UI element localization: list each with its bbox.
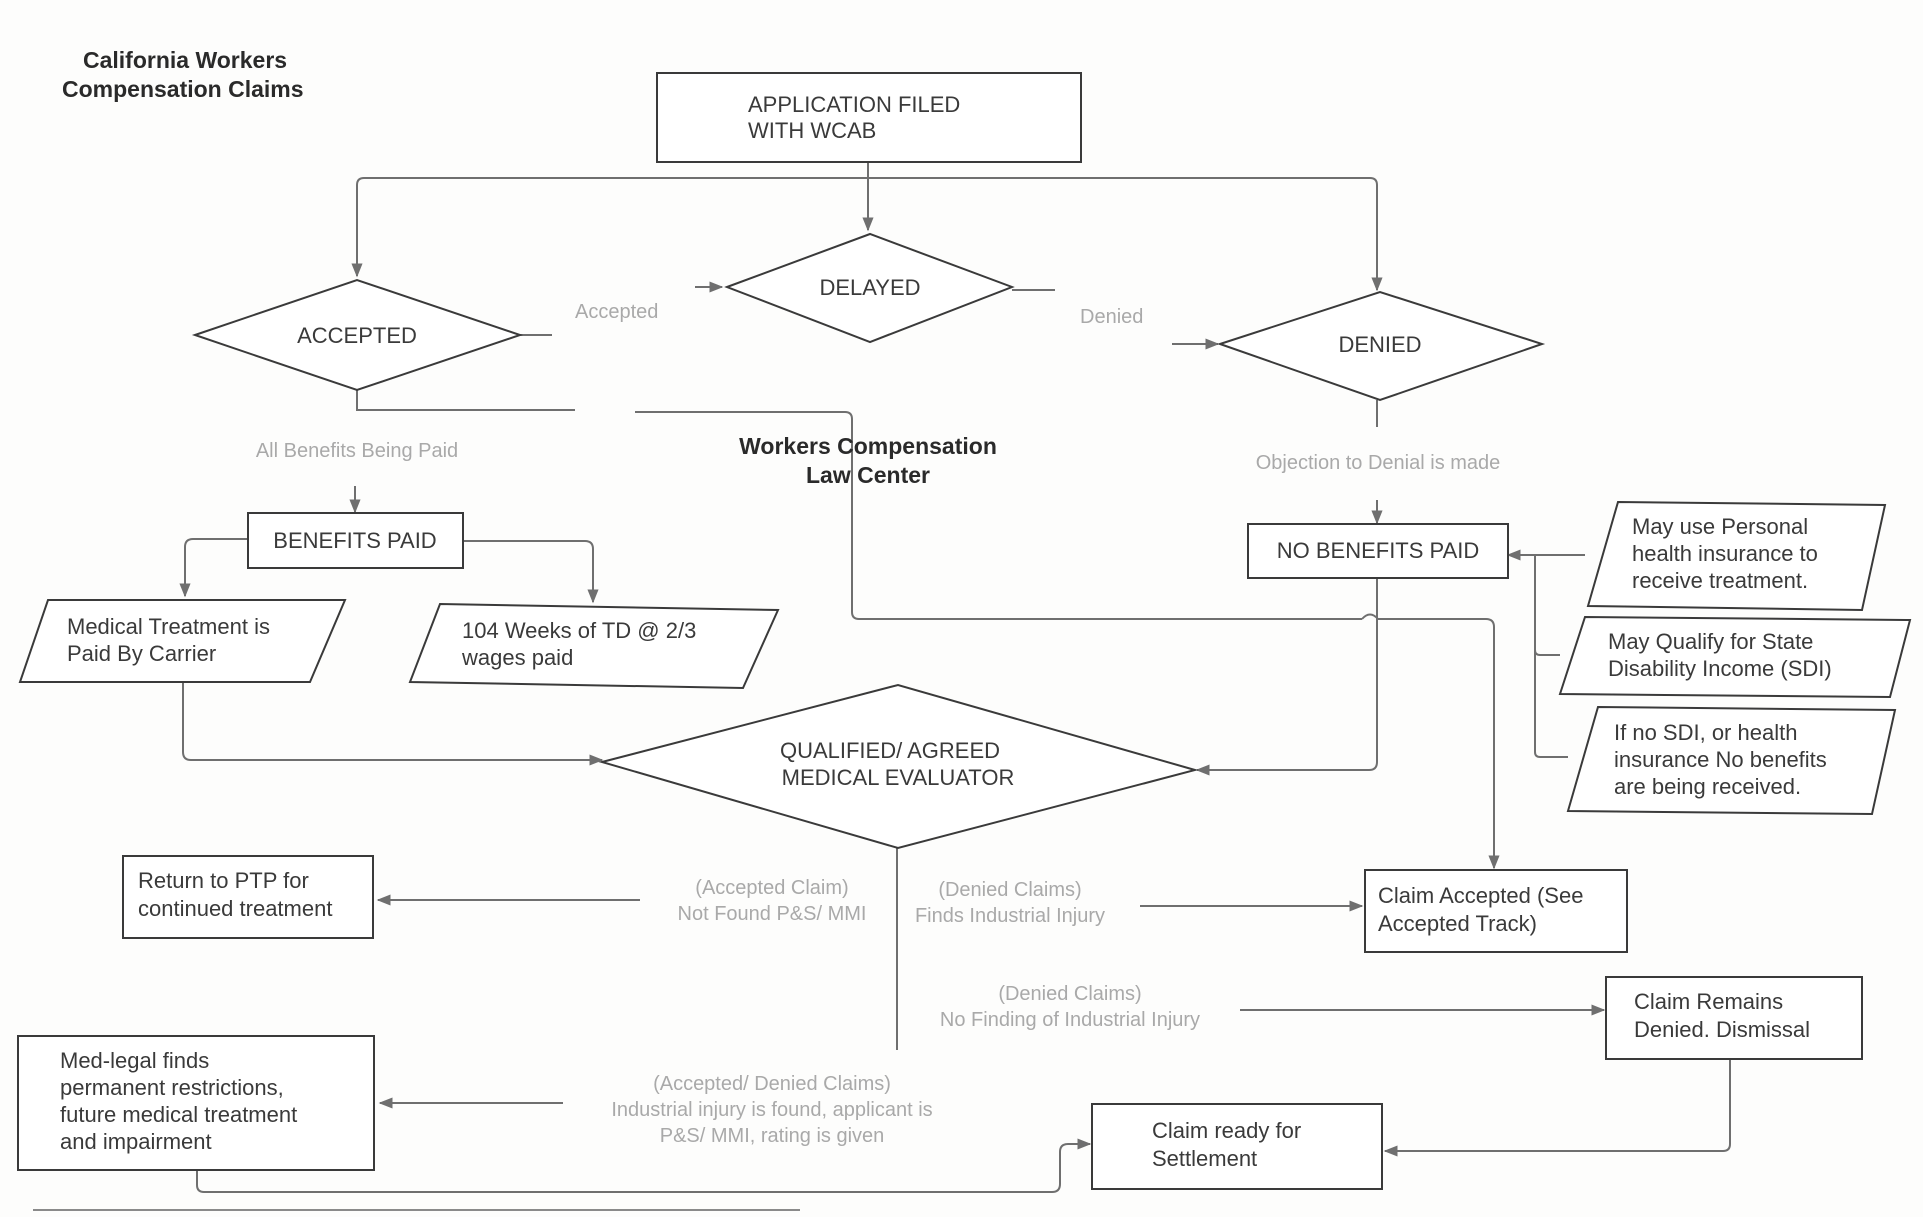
node-sdi: May Qualify for State Disability Income … <box>1558 615 1912 699</box>
node-medical-line1: Medical Treatment is <box>67 614 270 639</box>
node-medlegal-line1: Med-legal finds <box>60 1048 209 1073</box>
edge-hop-to-claim-accepted <box>1361 613 1500 870</box>
edge-side-bracket <box>1534 555 1568 758</box>
node-delayed-label: DELAYED <box>819 275 920 300</box>
edge-label-acc-denied-1: (Accepted/ Denied Claims) <box>653 1073 891 1095</box>
node-return-ptp: Return to PTP for continued treatment <box>122 855 374 939</box>
node-ptp-line1: Return to PTP for <box>138 868 309 893</box>
node-claim-remains: Claim Remains Denied. Dismissal <box>1605 976 1863 1060</box>
node-ptp-line2: continued treatment <box>138 896 332 921</box>
node-med-legal: Med-legal finds permanent restrictions, … <box>17 1035 375 1171</box>
node-settlement: Claim ready for Settlement <box>1091 1103 1383 1190</box>
edge-label-accepted: Accepted <box>575 301 658 323</box>
watermark-line1: Workers Compensation <box>739 433 997 459</box>
node-application-line2: WITH WCAB <box>748 118 876 143</box>
edge-label-denied: Denied <box>1080 306 1143 328</box>
node-denied: DENIED <box>1216 290 1546 402</box>
edge-label-nofind-1: (Denied Claims) <box>998 983 1141 1005</box>
node-insurance-line1: May use Personal <box>1632 514 1808 539</box>
node-qme: QUALIFIED/ AGREED MEDICAL EVALUATOR <box>598 683 1199 850</box>
node-medlegal-line3: future medical treatment <box>60 1102 297 1127</box>
node-sdi-line1: May Qualify for State <box>1608 629 1813 654</box>
node-104-weeks: 104 Weeks of TD @ 2/3 wages paid <box>408 602 780 690</box>
edge-label-denied-claims-2: Finds Industrial Injury <box>915 905 1105 927</box>
node-nosdi-line1: If no SDI, or health <box>1614 720 1797 745</box>
node-weeks-line2: wages paid <box>461 645 573 670</box>
node-personal-insurance: May use Personal health insurance to rec… <box>1586 500 1887 612</box>
node-accepted-label: ACCEPTED <box>297 323 417 348</box>
node-claim-accepted-line2: Accepted Track) <box>1378 911 1537 936</box>
node-medlegal-line4: and impairment <box>60 1129 212 1154</box>
node-insurance-line2: health insurance to <box>1632 541 1818 566</box>
edge-label-all-benefits: All Benefits Being Paid <box>256 440 458 462</box>
edge-benefits-left <box>179 538 248 598</box>
node-delayed: DELAYED <box>724 232 1015 344</box>
node-nosdi-line2: insurance No benefits <box>1614 747 1827 772</box>
node-settlement-line1: Claim ready for <box>1152 1118 1301 1143</box>
node-claim-accepted-line1: Claim Accepted (See <box>1378 883 1583 908</box>
node-nosdi-line3: are being received. <box>1614 774 1801 799</box>
node-medical-line2: Paid By Carrier <box>67 641 216 666</box>
node-denied-label: DENIED <box>1338 332 1421 357</box>
node-application: APPLICATION FILED WITH WCAB <box>656 72 1082 163</box>
node-medlegal-line2: permanent restrictions, <box>60 1075 284 1100</box>
node-no-benefits-paid: NO BENEFITS PAID <box>1247 523 1509 579</box>
edge-label-denied-claims-1: (Denied Claims) <box>938 879 1081 901</box>
edge-remains-to-settlement <box>1383 1058 1731 1157</box>
node-no-sdi: If no SDI, or health insurance No benefi… <box>1566 705 1897 816</box>
edge-label-acc-claim-1: (Accepted Claim) <box>695 877 848 899</box>
edge-label-acc-denied-2: Industrial injury is found, applicant is <box>611 1099 932 1121</box>
node-weeks-line1: 104 Weeks of TD @ 2/3 <box>462 618 696 643</box>
edge-accepted-down <box>356 390 575 411</box>
node-application-line1: APPLICATION FILED <box>748 92 960 117</box>
connectors <box>33 162 1731 1211</box>
edge-medlegal-to-settlement <box>196 1138 1092 1193</box>
node-remains-line1: Claim Remains <box>1634 989 1783 1014</box>
chart-title-line2: Compensation Claims <box>62 76 304 102</box>
edge-label-acc-denied-3: P&S/ MMI, rating is given <box>660 1125 885 1147</box>
edge-nobenefits-to-qme <box>1195 578 1378 776</box>
edge-label-acc-claim-2: Not Found P&S/ MMI <box>678 903 867 925</box>
chart-title-line1: California Workers <box>83 47 287 73</box>
node-claim-accepted: Claim Accepted (See Accepted Track) <box>1364 869 1628 953</box>
node-sdi-line2: Disability Income (SDI) <box>1608 656 1832 681</box>
node-insurance-line3: receive treatment. <box>1632 568 1808 593</box>
edge-medical-to-qme <box>182 682 604 766</box>
watermark-line2: Law Center <box>806 462 930 488</box>
node-benefits-paid-label: BENEFITS PAID <box>273 528 436 553</box>
edge-benefits-right <box>463 540 599 604</box>
node-no-benefits-label: NO BENEFITS PAID <box>1277 538 1480 563</box>
node-medical-treatment: Medical Treatment is Paid By Carrier <box>18 599 347 683</box>
node-settlement-line2: Settlement <box>1152 1146 1257 1171</box>
node-remains-line2: Denied. Dismissal <box>1634 1017 1810 1042</box>
node-benefits-paid: BENEFITS PAID <box>247 512 464 569</box>
node-qme-line2: MEDICAL EVALUATOR <box>782 765 1015 790</box>
edge-label-nofind-2: No Finding of Industrial Injury <box>940 1009 1200 1031</box>
node-accepted: ACCEPTED <box>191 278 524 392</box>
edge-watermark-path <box>635 411 1362 620</box>
edge-label-objection: Objection to Denial is made <box>1256 452 1501 474</box>
node-qme-line1: QUALIFIED/ AGREED <box>780 738 1000 763</box>
